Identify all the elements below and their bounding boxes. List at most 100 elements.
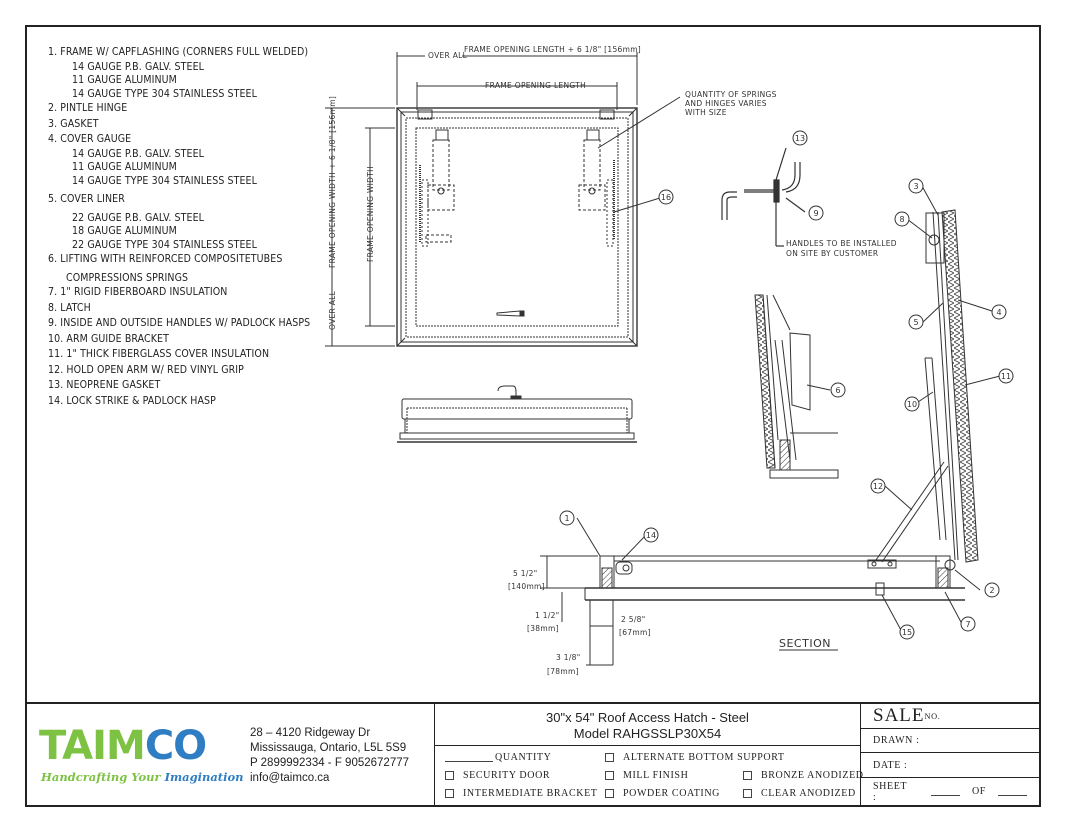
overall-width-label: OVER ALL	[328, 290, 337, 330]
callout-14: 14	[646, 531, 656, 540]
note-item: 11. 1" THICK FIBERGLASS COVER INSULATION	[48, 348, 270, 360]
product-title: 30"x 54" Roof Access Hatch - Steel	[546, 710, 749, 725]
quantity-field[interactable]: QUANTITY	[445, 752, 551, 763]
sheet-field[interactable]: SHEET :OF	[861, 778, 1039, 805]
springs-note-line3: WITH SIZE	[685, 108, 727, 117]
note-item: 9. INSIDE AND OUTSIDE HANDLES W/ PADLOCK…	[48, 317, 311, 329]
alt-bottom-support-checkbox[interactable]: ALTERNATE BOTTOM SUPPORT	[605, 752, 785, 763]
model-number: Model RAHGSSLP30X54	[573, 726, 722, 741]
product-title-box: 30"x 54" Roof Access Hatch - Steel Model…	[435, 704, 860, 746]
elevation-view	[397, 385, 637, 443]
callout-7: 7	[965, 620, 970, 629]
checkbox-icon	[743, 771, 752, 780]
checkbox-icon	[743, 789, 752, 798]
callout-10: 10	[907, 400, 917, 409]
date-field[interactable]: DATE :	[861, 753, 1039, 778]
overall-width-formula: FRAME OPENING WIDTH + 6 1/8" [156mm]	[328, 96, 337, 268]
dim-flange: 2 5/8"	[621, 615, 645, 624]
plan-view	[325, 52, 681, 347]
note-item: 4. COVER GAUGE	[48, 133, 132, 145]
note-sub: 14 GAUGE P.B. GALV. STEEL	[72, 147, 204, 160]
note-item: 12. HOLD OPEN ARM W/ RED VINYL GRIP	[48, 363, 244, 376]
note-sub: 18 GAUGE ALUMINUM	[72, 225, 177, 237]
callout-6: 6	[835, 386, 840, 395]
note-item: 6. LIFTING WITH REINFORCED COMPOSITETUBE…	[48, 253, 283, 265]
note-item: 14. LOCK STRIKE & PADLOCK HASP	[48, 394, 216, 407]
callout-1: 1	[564, 514, 569, 523]
checkbox-icon	[445, 789, 454, 798]
callout-15: 15	[902, 628, 912, 637]
note-sub: 14 GAUGE TYPE 304 STAINLESS STEEL	[72, 87, 257, 100]
callout-5: 5	[913, 318, 918, 327]
note-sub: 14 GAUGE P.B. GALV. STEEL	[72, 60, 204, 73]
dim-height: 5 1/2"	[513, 569, 537, 578]
handles-note-line2: ON SITE BY CUSTOMER	[786, 249, 878, 258]
note-item: 3. GASKET	[48, 117, 99, 130]
intermediate-bracket-checkbox[interactable]: INTERMEDIATE BRACKET	[445, 788, 598, 799]
address-line-1: 28 – 4120 Ridgeway Dr	[250, 727, 371, 739]
callout-2: 2	[989, 586, 994, 595]
note-sub: COMPRESSIONS SPRINGS	[66, 271, 189, 284]
note-sub: 11 GAUGE ALUMINUM	[72, 74, 177, 86]
note-sub: 22 GAUGE TYPE 304 STAINLESS STEEL	[72, 238, 257, 251]
checkbox-icon	[605, 771, 614, 780]
callout-9: 9	[813, 209, 818, 218]
callout-16: 16	[661, 193, 671, 202]
mill-finish-checkbox[interactable]: MILL FINISH	[605, 770, 688, 781]
drawn-field[interactable]: DRAWN :	[861, 729, 1039, 753]
note-sub: 14 GAUGE TYPE 304 STAINLESS STEEL	[72, 174, 257, 187]
callout-8: 8	[899, 215, 904, 224]
company-info: TAIMCO Handcrafting Your Imagination 28 …	[25, 704, 435, 807]
overall-length-label: OVER ALL	[428, 51, 468, 60]
dim-overall-mm: [78mm]	[547, 667, 579, 676]
logo-tagline: Handcrafting Your Imagination	[41, 770, 244, 784]
security-door-checkbox[interactable]: SECURITY DOOR	[445, 770, 550, 781]
phone-fax: P 2899992334 - F 9052672777	[250, 757, 410, 769]
drawing-sheet-border	[25, 25, 1041, 807]
note-item: 2. PINTLE HINGE	[48, 102, 128, 114]
powder-coating-checkbox[interactable]: POWDER COATING	[605, 788, 720, 799]
note-item: 7. 1" RIGID FIBERBOARD INSULATION	[48, 286, 228, 298]
note-item: 5. COVER LINER	[48, 193, 125, 205]
callout-3: 3	[913, 182, 918, 191]
overall-length-formula: FRAME OPENING LENGTH + 6 1/8" [156mm]	[464, 45, 641, 54]
dim-height-mm: [140mm]	[508, 582, 545, 591]
taimco-logo: TAIMCO	[39, 723, 207, 769]
clear-anodized-checkbox[interactable]: CLEAR ANODIZED	[743, 788, 856, 799]
opening-length-label: FRAME OPENING LENGTH	[485, 81, 586, 90]
note-item: 10. ARM GUIDE BRACKET	[48, 332, 169, 345]
spring-detail	[754, 294, 839, 479]
dim-overall: 3 1/8"	[556, 653, 580, 662]
springs-note-line1: QUANTITY OF SPRINGS	[685, 90, 777, 99]
springs-note-line2: AND HINGES VARIES	[685, 99, 767, 108]
section-view	[540, 185, 1001, 666]
note-item: 8. LATCH	[48, 301, 91, 314]
title-block: TAIMCO Handcrafting Your Imagination 28 …	[25, 702, 1041, 807]
checkbox-icon	[605, 753, 614, 762]
section-title: SECTION	[779, 637, 831, 650]
product-options: 30"x 54" Roof Access Hatch - Steel Model…	[435, 704, 864, 807]
handle-detail	[721, 147, 806, 247]
callout-13: 13	[795, 134, 805, 143]
callout-12: 12	[873, 482, 883, 491]
handles-note-line1: HANDLES TO BE INSTALLED	[786, 239, 897, 248]
dim-base: 1 1/2"	[535, 611, 559, 620]
note-sub: 11 GAUGE ALUMINUM	[72, 161, 177, 173]
company-address: 28 – 4120 Ridgeway Dr Mississauga, Ontar…	[250, 726, 409, 786]
dim-flange-mm: [67mm]	[619, 628, 651, 637]
opening-width-label: FRAME OPENING WIDTH	[366, 166, 375, 262]
technical-drawing: OVER ALL FRAME OPENING LENGTH + 6 1/8" […	[325, 45, 1014, 676]
callout-4: 4	[996, 308, 1001, 317]
email-link[interactable]: info@taimco.ca	[250, 772, 330, 784]
checkbox-icon	[605, 789, 614, 798]
callout-11: 11	[1001, 372, 1011, 381]
checkbox-icon	[445, 771, 454, 780]
dim-base-mm: [38mm]	[527, 624, 559, 633]
parts-notes-list: 1. FRAME W/ CAPFLASHING (CORNERS FULL WE…	[48, 45, 310, 409]
note-sub: 22 GAUGE P.B. GALV. STEEL	[72, 211, 204, 224]
bronze-anodized-checkbox[interactable]: BRONZE ANODIZED	[743, 770, 864, 781]
address-line-2: Mississauga, Ontario, L5L 5S9	[250, 742, 407, 754]
note-item: 1. FRAME W/ CAPFLASHING (CORNERS FULL WE…	[48, 46, 309, 58]
